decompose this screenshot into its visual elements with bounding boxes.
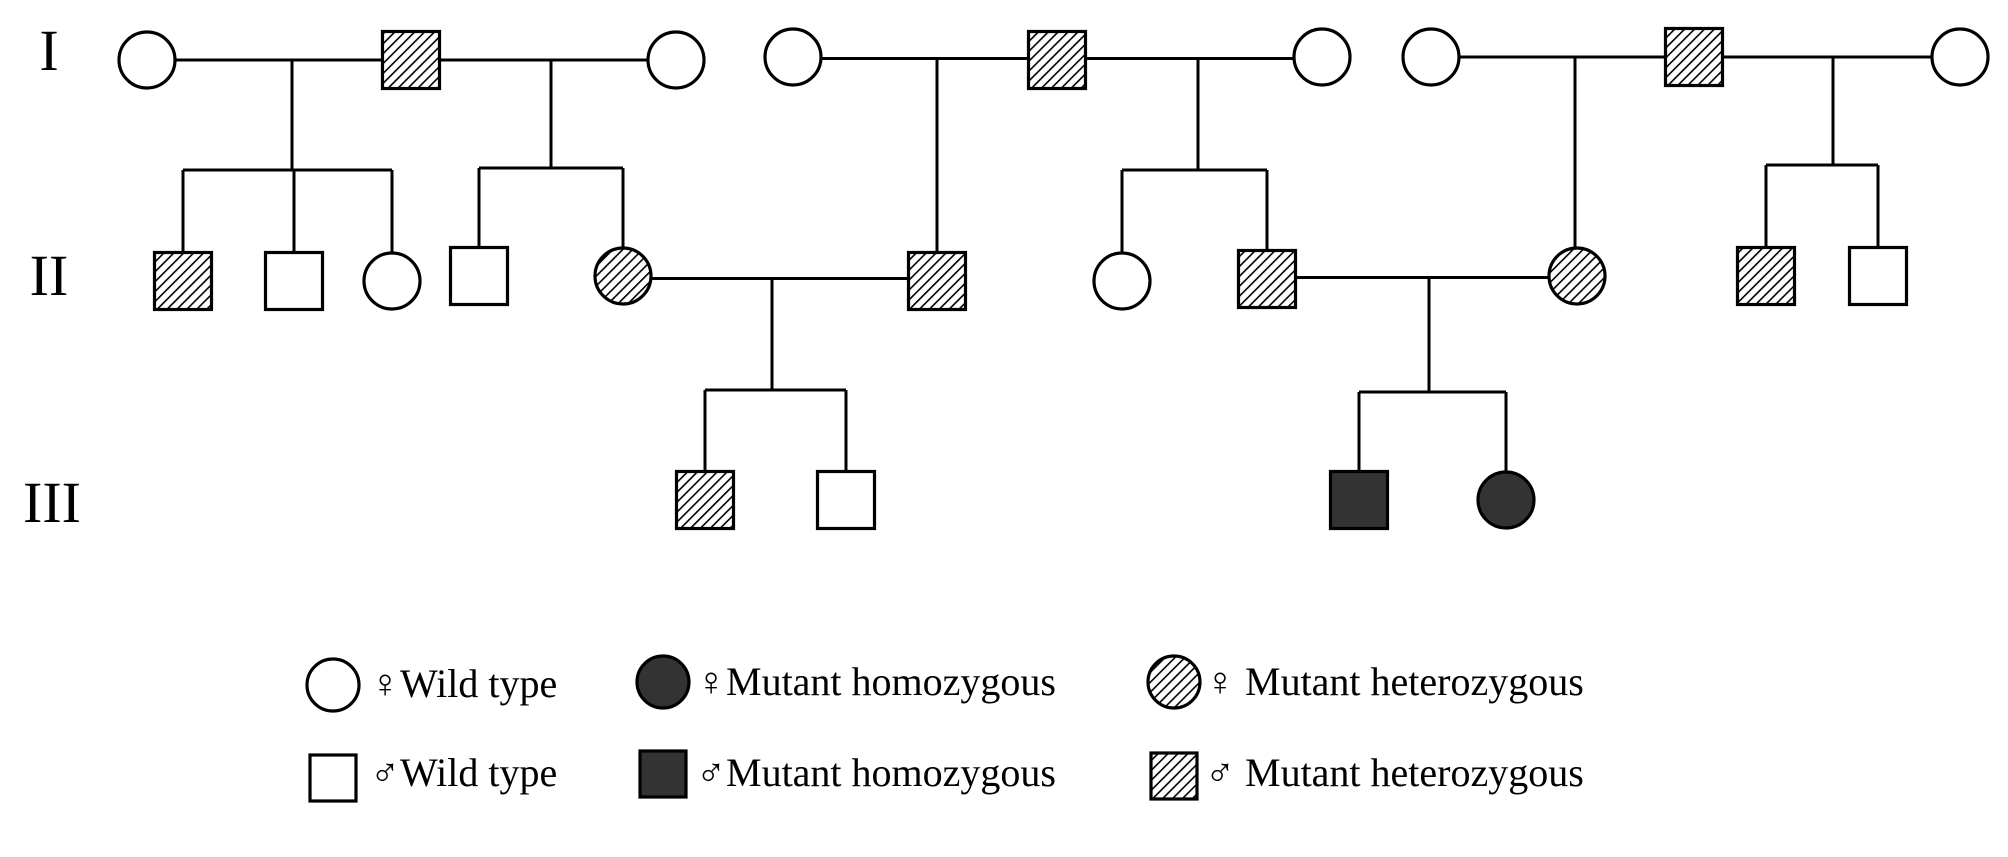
individual-II-5-circle <box>593 246 653 306</box>
legend-text-male-wild: ♂Wild type <box>370 750 557 795</box>
legend-text-male-het: ♂ Mutant heterozygous <box>1205 750 1584 795</box>
legend-symbol-female-het <box>1146 654 1202 710</box>
legend-symbol-male-het <box>1149 751 1199 801</box>
legend-symbol-male-wild <box>308 753 358 803</box>
generation-label-II: II <box>30 243 69 308</box>
individual-I-8-square <box>1663 26 1725 88</box>
legend-symbols <box>305 654 1202 803</box>
individual-I-2-square <box>380 29 442 91</box>
individual-II-6-square <box>906 250 968 312</box>
legend-symbol-male-hom <box>638 749 688 799</box>
generation-label-III: III <box>23 470 81 535</box>
legend-text-male-hom: ♂Mutant homozygous <box>696 750 1056 795</box>
individual-III-1-square <box>674 469 736 531</box>
legend-text-female-het: ♀ Mutant heterozygous <box>1205 659 1584 704</box>
individual-III-3-square <box>1328 469 1390 531</box>
legend-text-female-wild: ♀Wild type <box>370 661 557 706</box>
individual-II-8-square <box>1236 248 1298 310</box>
individual-I-5-square <box>1026 29 1088 91</box>
individual-II-7-circle <box>1092 251 1152 311</box>
individual-II-11-square <box>1847 245 1909 307</box>
individual-II-3-circle <box>362 251 422 311</box>
individual-II-1-square <box>152 250 214 312</box>
pedigree-lines <box>175 55 1932 472</box>
legend-symbol-female-hom <box>635 654 691 710</box>
individual-III-2-square <box>815 469 877 531</box>
individual-I-4-circle <box>763 27 823 87</box>
individual-II-9-circle <box>1547 246 1607 306</box>
individual-I-6-circle <box>1292 27 1352 87</box>
pedigree-symbols <box>117 26 1990 531</box>
individual-I-1-circle <box>117 30 177 90</box>
legend-text-female-hom: ♀Mutant homozygous <box>696 659 1056 704</box>
individual-II-10-square <box>1735 245 1797 307</box>
generation-label-I: I <box>39 18 58 83</box>
individual-II-4-square <box>448 245 510 307</box>
legend: ♀Wild type ♀Mutant homozygous ♀ Mutant h… <box>305 654 1584 803</box>
individual-I-9-circle <box>1930 27 1990 87</box>
individual-III-4-circle <box>1476 470 1536 530</box>
legend-symbol-female-wild <box>305 657 361 713</box>
individual-II-2-square <box>263 250 325 312</box>
individual-I-7-circle <box>1401 27 1461 87</box>
individual-I-3-circle <box>646 30 706 90</box>
